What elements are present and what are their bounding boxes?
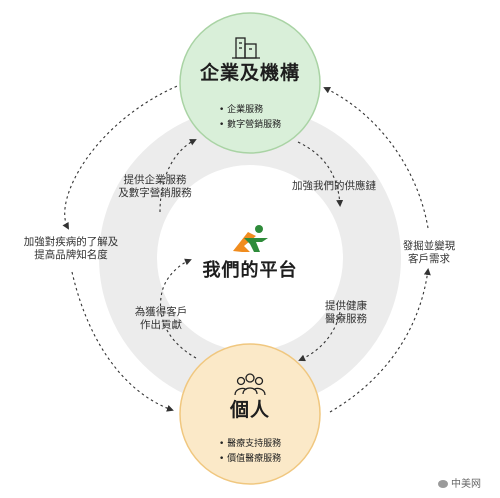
arrow-inner-top-right [297,141,344,207]
label-inner-bottom-left: 為獲得客戶 作出貢獻 [126,306,196,332]
arrow-inner-top-left [159,139,197,213]
label-outer-right: 發掘並變現 客戶需求 [396,240,462,266]
arrow-outer-left-lower [71,271,174,412]
individual-item-1: 醫療支持服務 [219,437,281,451]
arrow-outer-right-lower [329,268,431,413]
label-outer-right-line-1: 發掘並變現 [402,240,456,252]
individual-node-circle [179,343,321,485]
watermark-text: 中美网 [451,479,481,490]
wechat-icon [438,480,448,488]
label-inner-bottom-left-line-1: 為獲得客戶 [134,306,188,318]
label-outer-right-line-2: 客戶需求 [408,253,450,265]
label-inner-bottom-right-line-1: 提供健康 [325,300,367,312]
building-icon [232,37,260,59]
label-outer-left-line-2: 提高品牌知名度 [34,249,108,261]
label-inner-bottom-left-line-2: 作出貢獻 [140,319,182,331]
arrow-inner-bottom-left [159,258,197,359]
label-outer-left-line-1: 加強對疾病的了解及 [23,236,119,248]
enterprise-item-2: 數字營銷服務 [219,118,281,132]
running-person-logo [233,225,268,252]
individual-item-2: 價值醫療服務 [219,452,281,466]
label-inner-top-left: 提供企業服務 及數字營銷服務 [100,174,210,200]
enterprise-node-title: 企業及機構 [199,62,301,84]
label-inner-top-right: 加強我們的供應鏈 [292,180,376,193]
enterprise-item-1: 企業服務 [219,103,263,117]
people-icon [234,373,266,396]
label-inner-top-left-line-2: 及數字營銷服務 [118,187,192,199]
enterprise-node-circle [179,12,321,154]
arrow-inner-bottom-right [298,311,341,362]
arrow-outer-right-upper [323,87,429,229]
label-outer-left: 加強對疾病的了解及 提高品牌知名度 [12,236,130,262]
label-inner-bottom-right-line-2: 醫療服務 [325,313,367,325]
platform-title: 我們的平台 [202,260,298,281]
individual-node-title: 個人 [229,399,271,421]
label-inner-bottom-right: 提供健康 醫療服務 [318,300,374,326]
label-inner-top-left-line-1: 提供企業服務 [123,174,187,186]
label-inner-top-right-line-1: 加強我們的供應鏈 [292,180,376,192]
arrow-outer-left [62,83,183,230]
watermark: 中美网 [438,478,481,492]
